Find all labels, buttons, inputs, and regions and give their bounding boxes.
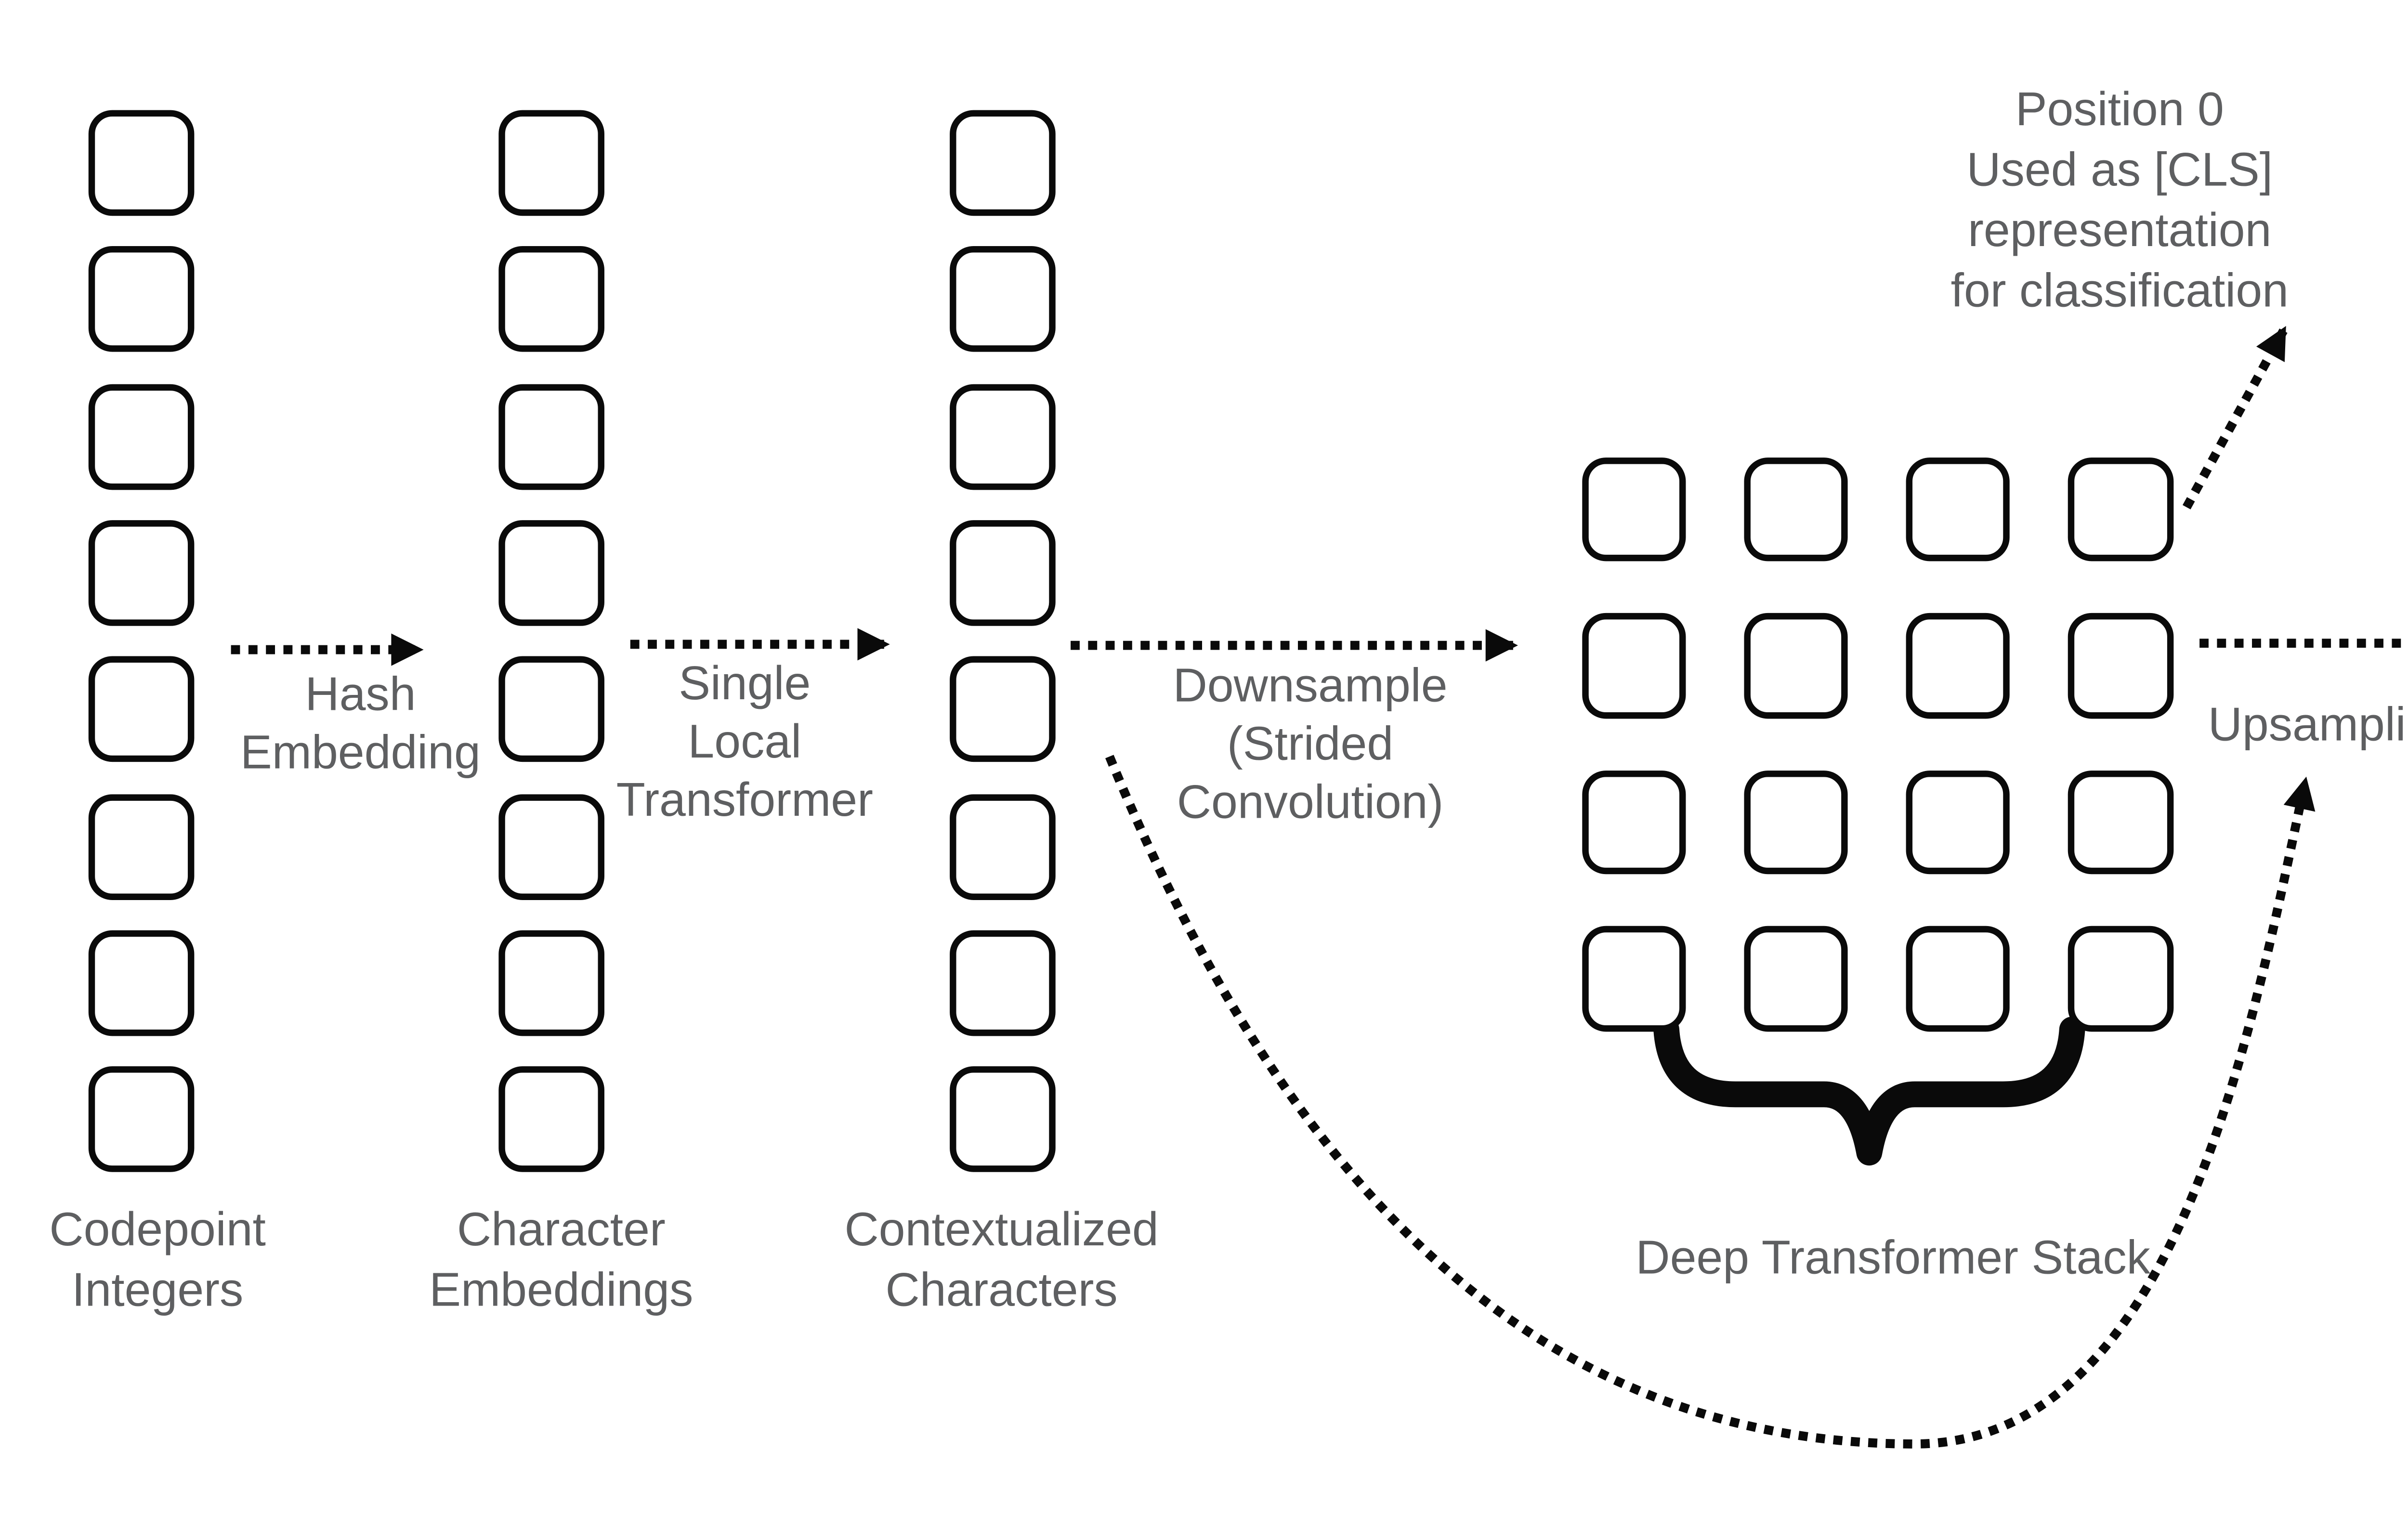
arrow-cls-position0 xyxy=(2182,326,2288,510)
token-box xyxy=(87,520,194,626)
token-box xyxy=(949,794,1056,900)
downsampled-token-box xyxy=(2068,457,2173,562)
downsampled-token-box xyxy=(2068,926,2173,1031)
token-box xyxy=(497,794,603,900)
token-box xyxy=(497,520,603,626)
token-box xyxy=(949,520,1056,626)
token-box xyxy=(87,247,194,353)
downsampled-token-box xyxy=(2068,770,2173,875)
token-box xyxy=(87,1067,194,1173)
token-box xyxy=(87,794,194,900)
downsampled-token-box xyxy=(1743,613,1848,719)
downsampled-token-box xyxy=(1906,770,2011,875)
downsampled-token-box xyxy=(1906,926,2011,1031)
downsampled-token-box xyxy=(1743,770,1848,875)
underbrace xyxy=(1653,1016,2085,1166)
label-upsampling: Upsampling xyxy=(2208,696,2408,750)
token-box xyxy=(949,383,1056,489)
token-box xyxy=(87,110,194,216)
downsampled-token-box xyxy=(2068,613,2173,719)
token-box xyxy=(87,930,194,1036)
token-box xyxy=(949,247,1056,353)
token-box xyxy=(497,247,603,353)
token-box xyxy=(497,657,603,763)
token-box xyxy=(497,930,603,1036)
token-box xyxy=(87,657,194,763)
downsampled-token-box xyxy=(1743,457,1848,562)
token-box xyxy=(497,383,603,489)
downsampled-token-box xyxy=(1581,926,1686,1031)
token-box xyxy=(497,110,603,216)
downsampled-token-box xyxy=(1906,613,2011,719)
downsampled-token-box xyxy=(1581,770,1686,875)
token-box xyxy=(87,383,194,489)
token-box xyxy=(949,657,1056,763)
token-box xyxy=(949,930,1056,1036)
downsampled-token-box xyxy=(1581,613,1686,719)
downsampled-token-box xyxy=(1743,926,1848,1031)
downsampled-token-box xyxy=(1906,457,2011,562)
token-box xyxy=(497,1067,603,1173)
token-box xyxy=(949,110,1056,216)
token-box xyxy=(949,1067,1056,1173)
label-deep-transformer-stack: Deep Transformer Stack xyxy=(1636,1229,2151,1283)
downsampled-token-box xyxy=(1581,457,1686,562)
skip-connection-curve xyxy=(1105,755,2316,1449)
